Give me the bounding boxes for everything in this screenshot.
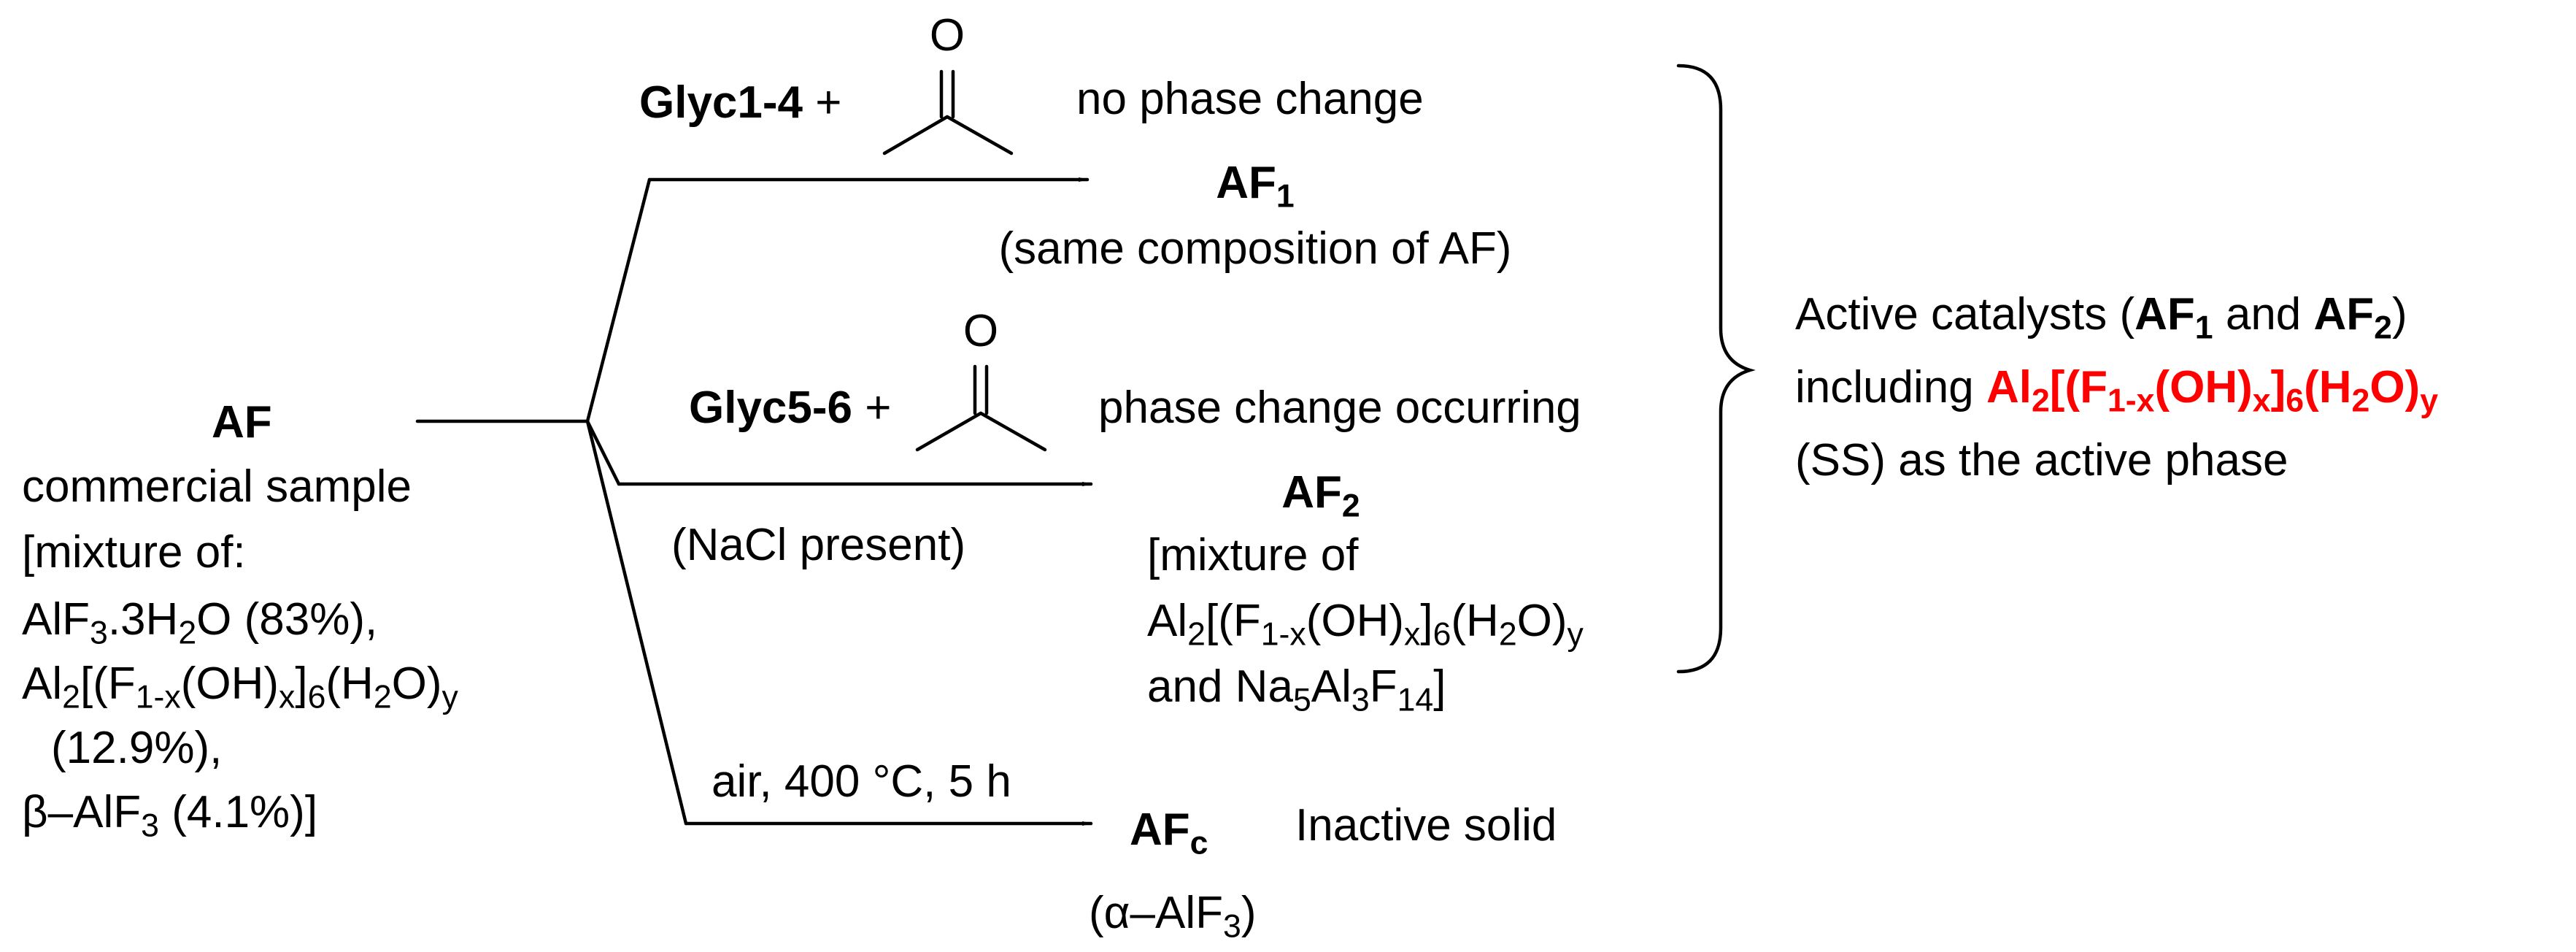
summary-line-3: (SS) as the active phase <box>1795 435 2288 485</box>
start-description: commercial sample <box>22 461 412 512</box>
acetone-oxygen-label: O <box>963 306 999 356</box>
branch3-note: Inactive solid <box>1295 800 1557 851</box>
start-component-3: β–AlF3 (4.1%)] <box>22 787 318 844</box>
start-component-2: Al2[(F1-x(OH)x]6(H2O)y <box>22 659 458 715</box>
branch2-note: phase change occurring <box>1098 383 1581 433</box>
branch1-note: no phase change <box>1076 74 1424 124</box>
branch1-diagonal <box>585 177 652 423</box>
branch2-product: AF2 <box>1281 467 1360 524</box>
active-phase-formula: Al2[(F1-x(OH)x]6(H2O)y <box>1986 362 2439 419</box>
branch1-description: (same composition of AF) <box>998 223 1512 274</box>
right-brace <box>1676 64 1756 674</box>
branch2-component-1: Al2[(F1-x(OH)x]6(H2O)y <box>1147 596 1584 653</box>
branch1-product: AF1 <box>1216 158 1295 215</box>
branch2-condition: (NaCl present) <box>671 520 966 570</box>
branch3-description: (α–AlF3) <box>1089 888 1257 945</box>
branch1-reagent: Glyc1-4 + <box>639 77 842 128</box>
branch2-component-2: and Na5Al3F14] <box>1147 661 1446 718</box>
start-component-2-percent: (12.9%), <box>51 723 223 773</box>
branch3-condition: air, 400 °C, 5 h <box>712 756 1011 807</box>
acetone-structure-2 <box>915 364 1047 452</box>
branch2-diagonal <box>585 419 621 486</box>
branch2-mixture-open: [mixture of <box>1147 530 1359 580</box>
acetone-oxygen-label: O <box>929 10 965 61</box>
summary-line-2: including Al2[(F1-x(OH)x]6(H2O)y <box>1795 362 2439 419</box>
branch2-reagent: Glyc5-6 + <box>689 383 892 433</box>
branch3-diagonal <box>585 419 688 826</box>
acetone-structure-1 <box>882 69 1014 156</box>
start-mixture-open: [mixture of: <box>22 527 246 577</box>
start-component-1: AlF3.3H2O (83%), <box>22 594 378 651</box>
branch3-product: AFc <box>1130 805 1208 861</box>
summary-line-1: Active catalysts (AF1 and AF2) <box>1795 289 2407 346</box>
start-name: AF <box>212 397 272 448</box>
